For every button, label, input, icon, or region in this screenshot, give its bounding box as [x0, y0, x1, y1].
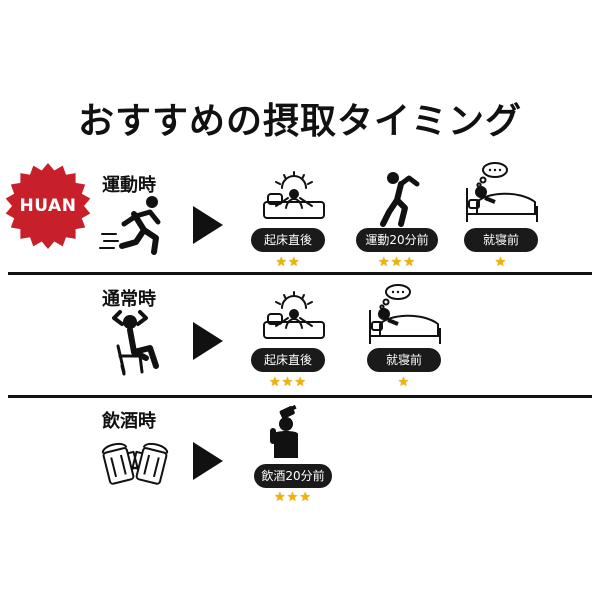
arrow-right-icon: [193, 322, 223, 360]
section-label-exercise: 運動時: [102, 175, 156, 196]
wake-up-sunrise-icon: [263, 291, 325, 339]
timing-pill-wake-normal: 起床直後: [251, 348, 325, 372]
rating-stars: ★★★: [251, 376, 325, 390]
timing-pill-bedtime-normal: 就寝前: [367, 348, 441, 372]
star-icon: ★: [397, 375, 411, 390]
timing-pill-wake-exercise: 起床直後: [251, 228, 325, 252]
stretching-person-icon: [380, 172, 420, 227]
star-icon: ★: [275, 255, 288, 270]
arrow-right-icon: [193, 442, 223, 480]
section-divider: [8, 395, 592, 398]
rating-stars: ★★★: [356, 256, 438, 270]
rating-stars: ★: [464, 256, 538, 270]
star-icon: ★: [274, 490, 287, 505]
wake-up-sunrise-icon: [263, 171, 325, 219]
section-divider: [8, 272, 592, 275]
rating-stars: ★: [367, 376, 441, 390]
timing-pill-pre-exercise: 運動20分前: [356, 228, 438, 252]
rating-stars: ★★: [251, 256, 325, 270]
rating-stars: ★★★: [254, 491, 332, 505]
brand-badge: HUAN: [5, 163, 91, 249]
timing-pill-bedtime-exercise: 就寝前: [464, 228, 538, 252]
sleeping-in-bed-icon: [369, 284, 441, 344]
running-person-icon: [99, 196, 161, 255]
star-icon: ★: [403, 255, 416, 270]
star-icon: ★: [299, 490, 312, 505]
star-icon: ★: [494, 255, 508, 270]
badge-starburst-icon: [5, 163, 91, 249]
star-icon: ★: [281, 375, 295, 390]
arrow-right-icon: [193, 206, 223, 244]
star-icon: ★: [390, 255, 404, 270]
star-icon: ★: [378, 255, 391, 270]
star-icon: ★: [286, 490, 300, 505]
beer-mugs-cheers-icon: [101, 442, 169, 485]
page-title: おすすめの摂取タイミング: [77, 101, 522, 142]
star-icon: ★: [288, 255, 301, 270]
star-icon: ★: [294, 375, 307, 390]
relaxing-person-chair-icon: [112, 310, 159, 376]
timing-pill-pre-drinking: 飲酒20分前: [254, 464, 332, 488]
sleeping-in-bed-icon: [466, 162, 538, 222]
brand-badge-text: HUAN: [19, 196, 77, 216]
drinking-bottle-person-icon: [270, 404, 298, 458]
section-label-drinking: 飲酒時: [102, 411, 156, 432]
star-icon: ★: [269, 375, 282, 390]
section-label-normal: 通常時: [102, 289, 156, 310]
